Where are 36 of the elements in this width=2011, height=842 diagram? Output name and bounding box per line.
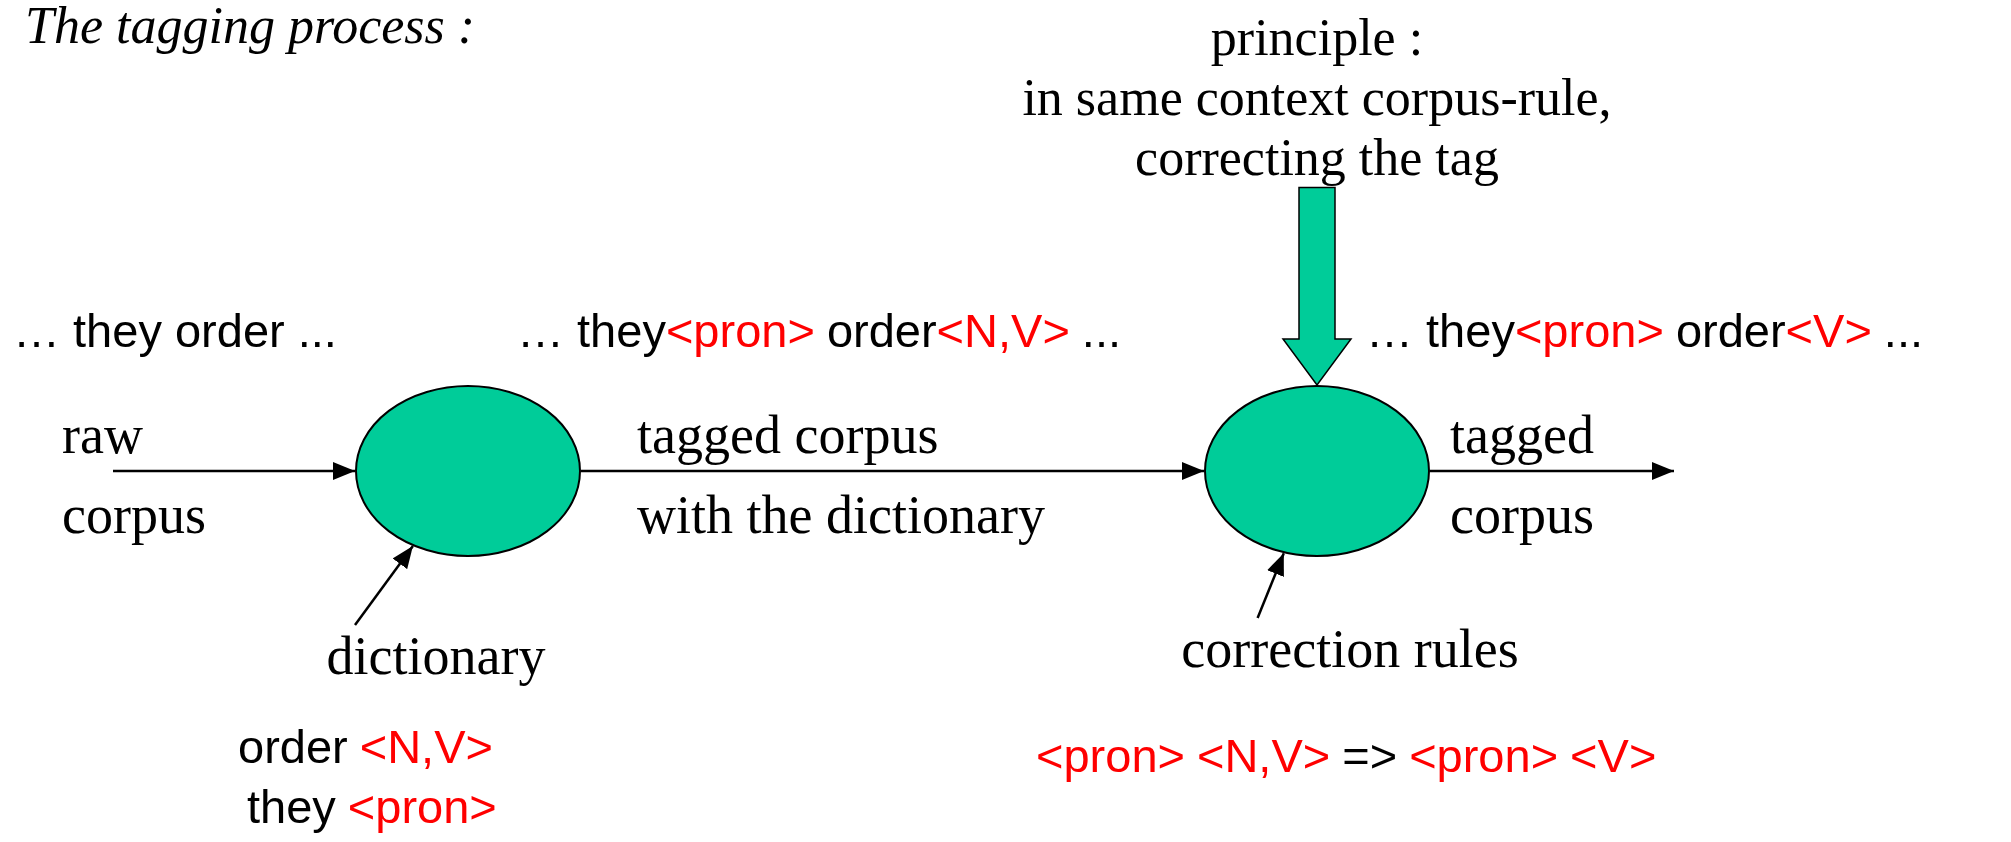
leader-line [354, 545, 414, 626]
tag-text: <N,V> [936, 306, 1070, 357]
arrow [581, 462, 1204, 480]
tag-text: <V> [1570, 731, 1657, 782]
arrow [113, 462, 355, 480]
process-ellipse [1204, 385, 1430, 557]
tag-text: <pron> [347, 782, 497, 833]
tag-text: <V> [1785, 306, 1872, 357]
leader-line [1256, 552, 1285, 619]
example-text: … they order ... [13, 306, 337, 357]
tag-text: <pron> [665, 306, 815, 357]
example-text: ... [1883, 306, 1924, 357]
edge-label: raw corpus [62, 404, 206, 547]
annotation-text: correction rules [1130, 618, 1570, 681]
title: The tagging process : [25, 0, 476, 55]
block-arrow [1281, 186, 1353, 387]
example-text: ... [1081, 306, 1122, 357]
arrow [1430, 462, 1674, 480]
annotation-text: dictionary [286, 625, 586, 688]
edge-label: tagged corpus with the dictionary [637, 404, 1045, 547]
example-text: … they [1366, 306, 1515, 357]
principle-heading: principle : [1209, 8, 1425, 68]
tag-text: <pron> [1409, 731, 1559, 782]
example-text: they [247, 782, 336, 833]
example-text: … they [517, 306, 666, 357]
process-ellipse [355, 385, 581, 557]
tag-text: <pron> [1036, 731, 1185, 782]
principle-text: in same context corpus-rule, correcting the tag [1021, 67, 1613, 188]
example-text: order [1675, 306, 1786, 357]
example-text: order [238, 722, 348, 773]
tag-text: <N,V> [1196, 731, 1331, 782]
tag-text: <N,V> [359, 722, 493, 773]
tag-text: <pron> [1514, 306, 1664, 357]
example-text: => [1342, 731, 1398, 782]
edge-label: tagged corpus [1450, 404, 1594, 547]
example-text: order [826, 306, 937, 357]
